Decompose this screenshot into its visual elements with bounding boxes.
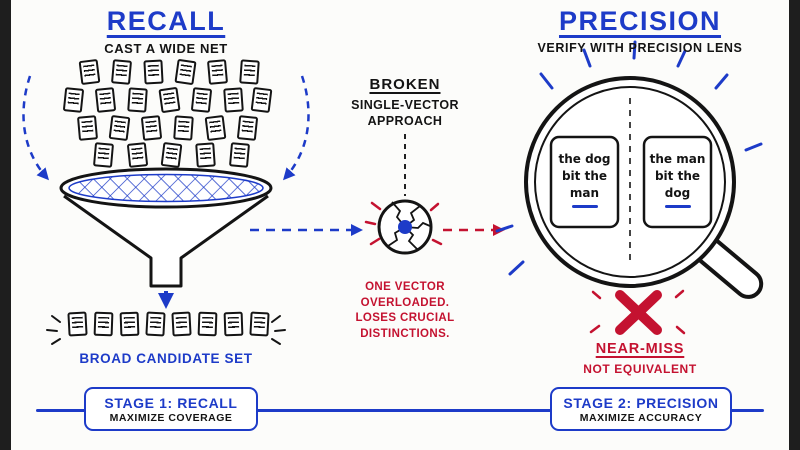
sentence-card-left: [549, 135, 620, 229]
recall-title: RECALL: [106, 6, 226, 36]
stage-timeline: [36, 409, 764, 412]
document-icon: [195, 142, 216, 168]
broad-candidate-set-label: BROAD CANDIDATE SET: [79, 351, 253, 366]
document-icon: [158, 86, 181, 114]
broken-warning-text: ONE VECTOR OVERLOADED. LOSES CRUCIAL DIS…: [355, 281, 455, 340]
document-icon: [94, 87, 117, 113]
x-sparks: [589, 289, 686, 335]
stage1-box: STAGE 1: RECALL MAXIMIZE COVERAGE: [84, 387, 258, 431]
document-icon: [119, 311, 140, 337]
document-icon: [67, 311, 88, 337]
document-icon: [174, 58, 197, 86]
broken-vector-icon: [364, 134, 443, 255]
near-miss-label: NEAR-MISS: [595, 341, 685, 357]
document-icon: [190, 87, 213, 113]
document-icon: [250, 86, 273, 114]
inflow-arrow-right-icon: [283, 75, 310, 181]
document-icon: [236, 115, 259, 141]
document-icon: [160, 141, 183, 169]
document-icon: [145, 311, 166, 337]
document-icon: [249, 311, 270, 337]
stage2-title: STAGE 2: PRECISION: [563, 394, 719, 411]
stage1-subtitle: MAXIMIZE COVERAGE: [109, 411, 233, 424]
broken-title: BROKEN: [369, 76, 441, 93]
not-equivalent-label: NOT EQUIVALENT: [583, 362, 697, 376]
document-icon: [78, 58, 101, 86]
document-icon: [76, 115, 99, 141]
emphasis-dashes-right: [271, 315, 286, 345]
document-icon: [173, 115, 194, 141]
emphasis-dashes-left: [46, 315, 61, 345]
document-icon: [171, 311, 192, 337]
inflow-arrow-left-icon: [22, 75, 49, 181]
precision-subtitle: VERIFY WITH PRECISION LENS: [537, 41, 743, 55]
letterbox-right: [789, 0, 800, 450]
impact-sparks: [364, 201, 443, 246]
document-icon: [204, 114, 227, 142]
stage2-box: STAGE 2: PRECISION MAXIMIZE ACCURACY: [550, 387, 732, 431]
letterbox-left: [0, 0, 11, 450]
document-icon: [197, 311, 218, 337]
sentence-left-highlight: [572, 205, 598, 208]
sentence-left-text: the dog bit the man: [558, 152, 611, 200]
document-icon: [108, 114, 131, 142]
stage2-subtitle: MAXIMIZE ACCURACY: [579, 411, 703, 424]
broken-subtitle: SINGLE-VECTOR APPROACH: [351, 98, 459, 129]
funnel-icon: [59, 167, 273, 288]
document-icon: [62, 87, 85, 113]
document-icon: [92, 142, 115, 168]
sentence-card-right: [642, 135, 713, 229]
document-icon: [228, 142, 251, 168]
document-icon: [110, 59, 133, 85]
document-icon: [206, 59, 229, 85]
lens-shine-dashes: [495, 40, 763, 276]
document-icon: [143, 59, 164, 85]
document-icon: [126, 142, 149, 168]
sentence-right-highlight: [665, 205, 691, 208]
sentence-right-text: the man bit the dog: [649, 152, 706, 200]
precision-title: PRECISION: [558, 6, 722, 36]
vector-dot-icon: [398, 220, 412, 234]
x-mark-icon: [589, 289, 686, 335]
stage1-title: STAGE 1: RECALL: [104, 394, 238, 411]
document-icon: [127, 87, 148, 113]
magnifier-icon: [495, 40, 764, 299]
document-icon: [223, 87, 244, 113]
document-icon: [140, 115, 163, 141]
recall-subtitle: CAST A WIDE NET: [104, 41, 228, 56]
document-icon: [93, 311, 114, 337]
document-icon: [223, 311, 244, 337]
document-icon: [239, 59, 260, 85]
